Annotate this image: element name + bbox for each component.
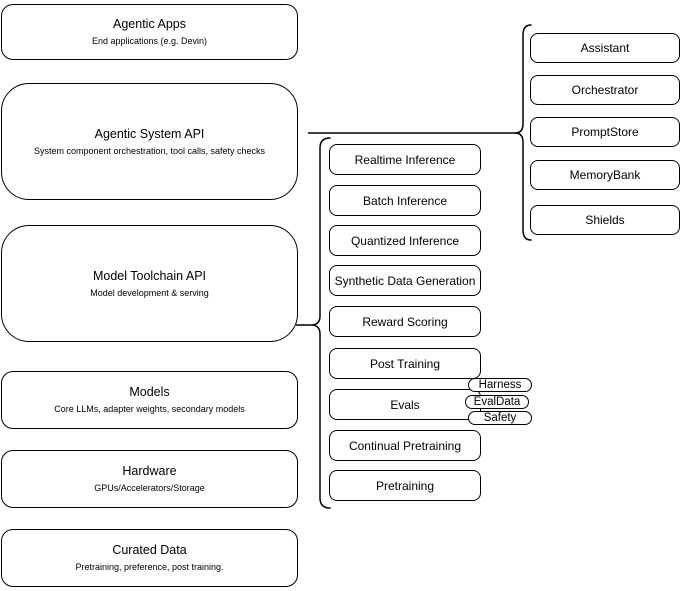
toolchain-item-pretraining: Pretraining [329,470,481,501]
node-label: Quantized Inference [350,233,460,248]
node-label: Orchestrator [571,83,639,97]
layer-subtitle: Core LLMs, adapter weights, secondary mo… [54,404,245,414]
layer-subtitle: End applications (e.g. Devin) [91,36,208,46]
node-label: Evals [390,397,420,412]
evals-tag-evaldata: EvalData [465,395,529,409]
evals-tag-harness: Harness [468,378,532,392]
node-label: PromptStore [571,125,639,139]
layer-title: Curated Data [112,543,187,557]
layer-hardware: Hardware GPUs/Accelerators/Storage [1,450,298,508]
component-assistant: Assistant [530,33,680,63]
toolchain-item-batch-inference: Batch Inference [329,185,481,216]
node-label: Continual Pretraining [348,438,462,453]
component-orchestrator: Orchestrator [530,75,680,105]
pill-label: Harness [478,379,522,391]
node-label: Realtime Inference [354,152,456,167]
layer-curated-data: Curated Data Pretraining, preference, po… [1,529,298,587]
node-label: Batch Inference [362,193,448,208]
toolchain-item-realtime-inference: Realtime Inference [329,144,481,175]
layer-model-toolchain-api: Model Toolchain API Model development & … [1,225,298,342]
layer-title: Agentic System API [94,126,205,141]
toolchain-item-synthetic-data-generation: Synthetic Data Generation [329,265,481,296]
node-label: Pretraining [375,478,435,493]
toolchain-item-evals: Evals [329,389,481,420]
toolchain-item-reward-scoring: Reward Scoring [329,306,481,337]
component-shields: Shields [530,205,680,235]
layer-subtitle: System component orchestration, tool cal… [33,145,266,156]
node-label: Assistant [580,41,630,55]
toolchain-brace [310,137,331,509]
component-memorybank: MemoryBank [530,160,680,190]
node-label: Synthetic Data Generation [334,273,476,288]
evals-tag-safety: Safety [468,411,532,425]
layer-subtitle: Pretraining, preference, post training. [75,562,224,572]
node-label: Shields [585,213,625,227]
layer-agentic-apps: Agentic Apps End applications (e.g. Devi… [1,4,298,60]
toolchain-item-quantized-inference: Quantized Inference [329,225,481,256]
node-label: MemoryBank [569,168,641,182]
layer-title: Agentic Apps [113,17,186,31]
pill-label: EvalData [473,396,521,408]
pill-label: Safety [483,412,517,424]
node-label: Post Training [369,356,441,371]
node-label: Reward Scoring [362,314,448,329]
layer-subtitle: GPUs/Accelerators/Storage [94,483,205,493]
toolchain-item-post-training: Post Training [329,348,481,379]
layer-subtitle: Model development & serving [90,287,209,298]
layer-title: Models [129,385,170,399]
layer-title: Model Toolchain API [92,268,207,283]
layer-title: Hardware [122,464,177,478]
layer-agentic-system-api: Agentic System API System component orch… [1,83,298,200]
layer-models: Models Core LLMs, adapter weights, secon… [1,371,298,429]
component-promptstore: PromptStore [530,117,680,147]
components-brace [514,24,532,241]
toolchain-item-continual-pretraining: Continual Pretraining [329,430,481,461]
